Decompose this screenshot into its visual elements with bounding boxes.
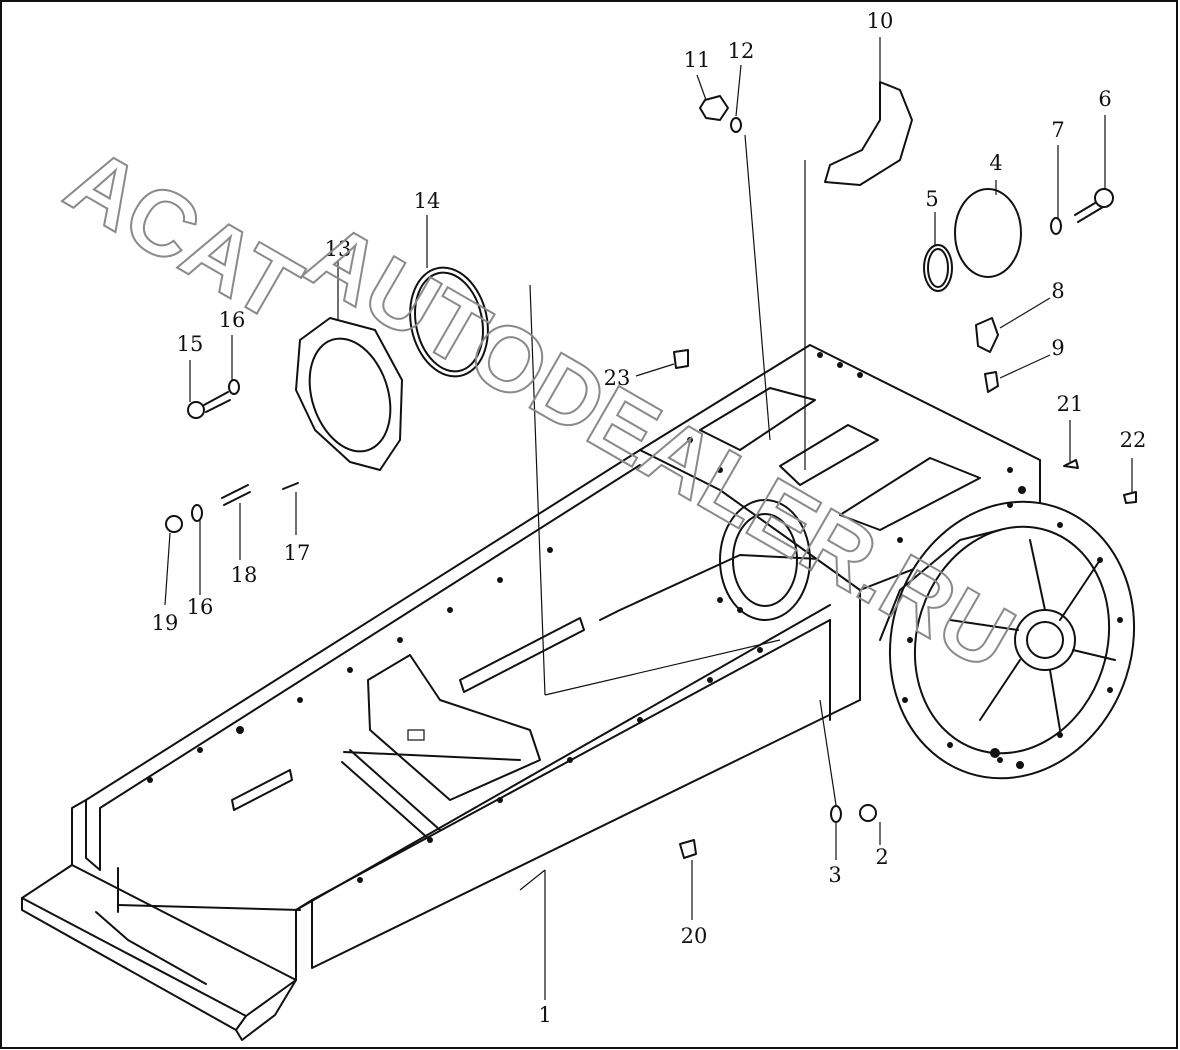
callout-19: 19 — [152, 611, 179, 635]
nut-19-part — [165, 515, 183, 533]
callout-21: 21 — [1057, 392, 1084, 416]
callout-15: 15 — [177, 332, 204, 356]
leader-lines — [164, 37, 1133, 1000]
washer-7-part — [1050, 217, 1062, 235]
cover-10-part — [824, 81, 913, 186]
callout-16a: 16 — [219, 308, 246, 332]
seal-3-part — [830, 805, 842, 823]
o-ring-14-part — [409, 266, 489, 378]
stud-18-part — [221, 484, 251, 506]
main-frame-part — [21, 344, 1136, 1041]
cover-plate-part — [954, 188, 1022, 278]
plug-2-part — [859, 804, 877, 822]
callout-2: 2 — [875, 845, 888, 869]
callout-12: 12 — [728, 39, 755, 63]
callout-11: 11 — [684, 48, 711, 72]
gasket-13-part — [295, 317, 403, 471]
fitting-9-part — [984, 371, 999, 393]
callout-18: 18 — [231, 563, 258, 587]
bolt-15-part — [187, 391, 231, 419]
washer-12-part — [730, 117, 742, 133]
pin-17-part — [282, 482, 299, 490]
callout-16b: 16 — [187, 595, 214, 619]
callout-3: 3 — [828, 863, 841, 887]
callout-22: 22 — [1120, 428, 1147, 452]
callout-23: 23 — [604, 366, 631, 390]
callout-9: 9 — [1051, 336, 1064, 360]
callout-7: 7 — [1051, 118, 1064, 142]
bolt-6-part — [1074, 188, 1114, 223]
plug-20-part — [679, 839, 697, 859]
plug-22-part — [1123, 491, 1137, 504]
plug-23-part — [673, 349, 689, 369]
callout-13: 13 — [325, 237, 352, 261]
callout-4: 4 — [989, 151, 1002, 175]
plug-21-part — [1063, 459, 1079, 469]
callout-10: 10 — [867, 9, 894, 33]
nut-11-part — [699, 95, 729, 121]
callout-20: 20 — [681, 924, 708, 948]
callout-14: 14 — [414, 189, 441, 213]
callout-6: 6 — [1098, 87, 1111, 111]
callout-17: 17 — [284, 541, 311, 565]
fitting-8-part — [975, 317, 999, 353]
washer-16b-part — [191, 504, 203, 522]
callout-8: 8 — [1051, 279, 1064, 303]
watermark-line-1: ACAT — [50, 129, 316, 342]
callout-1: 1 — [538, 1003, 551, 1027]
o-ring-part — [923, 244, 953, 292]
callout-5: 5 — [925, 187, 938, 211]
washer-16a-part — [228, 379, 240, 395]
